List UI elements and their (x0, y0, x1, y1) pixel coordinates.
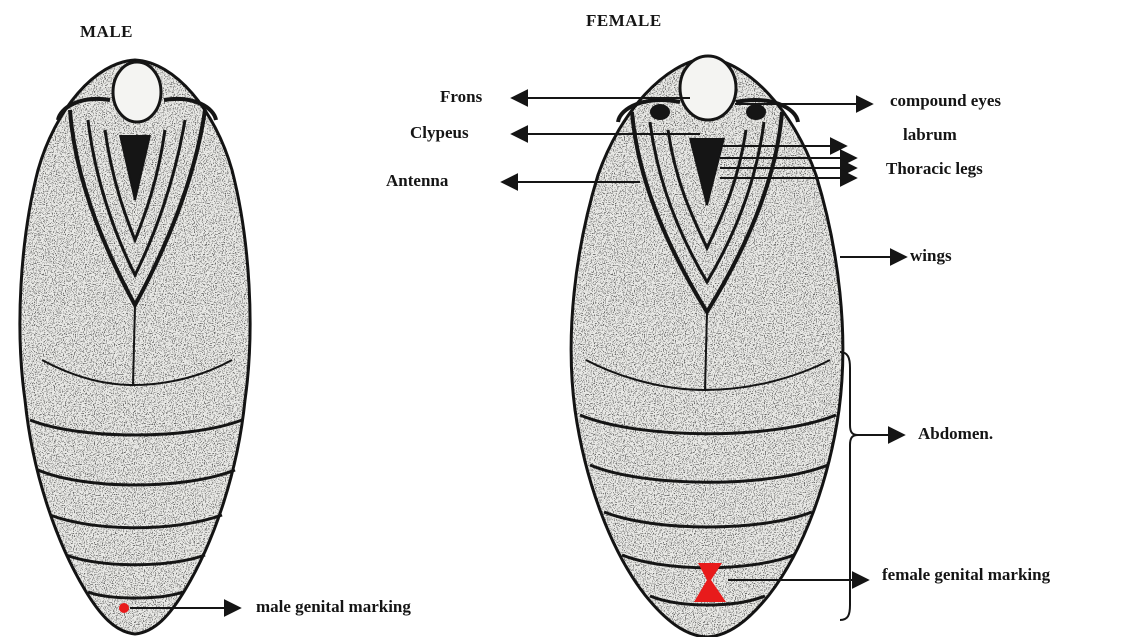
label-clypeus: Clypeus (410, 124, 469, 141)
male-title: MALE (80, 23, 133, 40)
label-female-marking: female genital marking (882, 566, 1050, 583)
label-thoracic-legs: Thoracic legs (886, 160, 983, 177)
male-head (113, 62, 161, 122)
label-frons: Frons (440, 88, 482, 105)
label-abdomen: Abdomen. (918, 425, 993, 442)
male-genital-marking-dot (119, 603, 129, 613)
female-head (680, 56, 736, 120)
label-antenna: Antenna (386, 172, 448, 189)
female-title: FEMALE (586, 12, 662, 29)
label-male-marking: male genital marking (256, 598, 411, 615)
label-compound-eyes: compound eyes (890, 92, 1001, 109)
label-wings: wings (910, 247, 952, 264)
label-labrum: labrum (903, 126, 957, 143)
male-pupa (20, 60, 250, 634)
female-pupa (571, 56, 843, 637)
